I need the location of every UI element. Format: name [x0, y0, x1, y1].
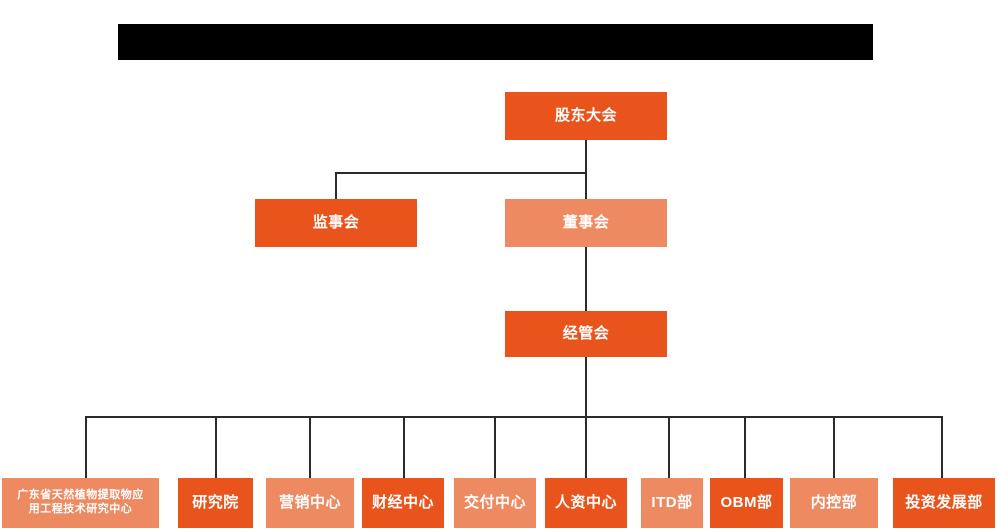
department-node-9[interactable]: 投资发展部	[893, 478, 995, 528]
department-node-3[interactable]: 财经中心	[362, 478, 444, 528]
department-label-8: 内控部	[810, 493, 858, 511]
redacted-title-bar	[118, 24, 873, 60]
node-shareholders-meeting-label: 股东大会	[554, 106, 617, 124]
department-label-7: OBM部	[720, 493, 773, 511]
department-label-4: 交付中心	[463, 493, 526, 511]
department-label-1: 研究院	[192, 493, 239, 511]
node-board-of-supervisors-label: 监事会	[312, 213, 360, 231]
connector-dept-drop-0	[85, 416, 87, 478]
connector-dept-drop-3	[403, 416, 405, 478]
node-shareholders-meeting[interactable]: 股东大会	[505, 92, 667, 140]
connector-supervisors-drop	[335, 172, 337, 199]
connector-dept-drop-5	[585, 416, 587, 478]
department-node-1[interactable]: 研究院	[178, 478, 253, 528]
connector-departments-bus	[85, 416, 943, 418]
department-node-6[interactable]: ITD部	[641, 478, 703, 528]
node-management-committee[interactable]: 经管会	[505, 311, 667, 357]
connector-dept-drop-4	[494, 416, 496, 478]
department-node-8[interactable]: 内控部	[790, 478, 878, 528]
node-board-of-directors[interactable]: 董事会	[505, 199, 667, 247]
department-node-0[interactable]: 广东省天然植物提取物应 用工程技术研究中心	[2, 478, 159, 528]
node-board-of-directors-label: 董事会	[562, 213, 610, 231]
department-label-0: 广东省天然植物提取物应 用工程技术研究中心	[2, 489, 159, 517]
connector-dept-drop-1	[215, 416, 217, 478]
connector-directors-to-management	[585, 247, 587, 311]
department-label-5: 人资中心	[554, 493, 617, 511]
connector-dept-drop-9	[941, 416, 943, 478]
department-label-9: 投资发展部	[905, 493, 983, 511]
department-label-0-line2: 用工程技术研究中心	[28, 503, 133, 515]
department-node-7[interactable]: OBM部	[710, 478, 783, 528]
connector-management-down	[585, 357, 587, 417]
connector-supervisors-bus	[335, 172, 587, 174]
connector-dept-drop-6	[668, 416, 670, 478]
department-node-5[interactable]: 人资中心	[545, 478, 627, 528]
department-label-0-line1: 广东省天然植物提取物应	[17, 489, 144, 502]
department-label-6: ITD部	[651, 493, 693, 511]
department-node-4[interactable]: 交付中心	[454, 478, 536, 528]
connector-shareholders-down	[585, 140, 587, 175]
department-label-3: 财经中心	[371, 493, 434, 511]
connector-dept-drop-7	[744, 416, 746, 478]
connector-directors-drop	[585, 172, 587, 199]
node-management-committee-label: 经管会	[562, 324, 610, 342]
node-board-of-supervisors[interactable]: 监事会	[255, 199, 417, 247]
connector-dept-drop-8	[833, 416, 835, 478]
department-node-2[interactable]: 营销中心	[266, 478, 354, 528]
connector-dept-drop-2	[309, 416, 311, 478]
department-label-2: 营销中心	[278, 493, 341, 511]
